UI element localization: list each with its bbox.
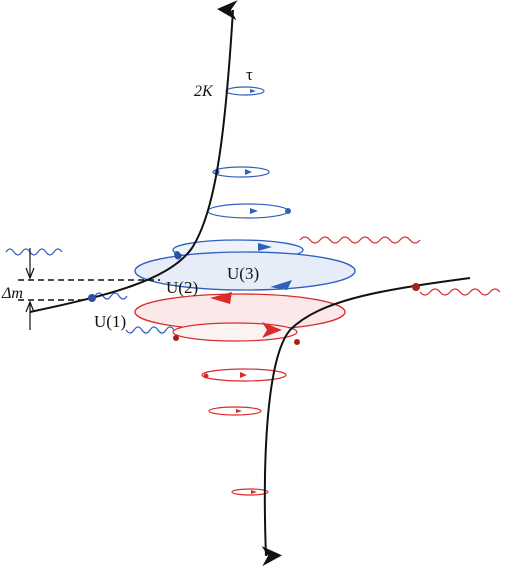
orbit-red-5 xyxy=(231,488,269,496)
label-u2: U(2) xyxy=(166,278,198,297)
label-tau: τ xyxy=(246,65,253,84)
orbit-arrow-icon xyxy=(250,208,258,214)
orbit-arrow-icon xyxy=(236,409,242,413)
orbit-arrow-icon xyxy=(245,169,252,175)
label-delta-m: Δm xyxy=(1,285,23,302)
label-two-k: 2K xyxy=(194,83,214,100)
orbit-red-4 xyxy=(208,406,262,416)
orbit-arrow-icon xyxy=(258,243,272,251)
point-u2 xyxy=(174,252,182,260)
orbit-arrow-icon xyxy=(210,292,232,304)
orbit-red-2 xyxy=(172,322,298,342)
orbit-blue-2 xyxy=(212,166,270,178)
upper-orbits xyxy=(134,86,356,291)
blue-wavy-line-left xyxy=(5,248,175,334)
label-u3: U(3) xyxy=(227,264,259,283)
lower-orbits xyxy=(134,292,346,496)
orbit-arrow-icon xyxy=(270,280,292,290)
orbit-blue-3 xyxy=(207,203,289,219)
orbit-red-3 xyxy=(201,368,287,382)
orbit-blue-5 xyxy=(134,251,356,291)
red-wavy-line-right xyxy=(299,236,501,296)
delta-m-marker xyxy=(25,248,35,330)
orbit-arrow-icon xyxy=(262,322,282,338)
upper-hyperbola-branch xyxy=(29,0,238,313)
orbit-blue-top xyxy=(225,86,265,96)
orbit-arrow-icon xyxy=(250,89,256,93)
point-u1 xyxy=(88,294,96,302)
point-red-right xyxy=(412,283,420,291)
lower-hyperbola-branch xyxy=(261,277,471,566)
label-u1: U(1) xyxy=(94,312,126,331)
orbit-arrow-icon xyxy=(240,372,247,378)
orbit-arrow-icon xyxy=(251,490,257,494)
